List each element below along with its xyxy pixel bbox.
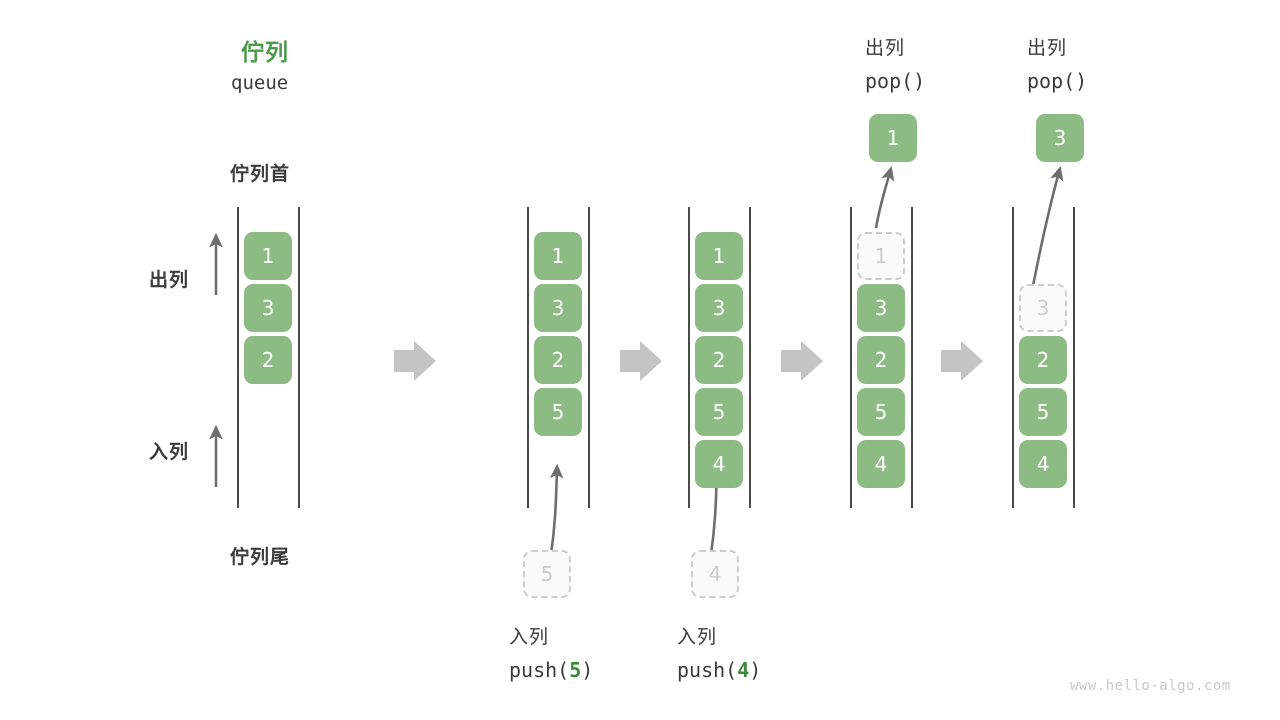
code-suffix: ) — [913, 69, 926, 93]
code-arg: 4 — [737, 658, 750, 682]
queue-node: 1 — [244, 232, 292, 280]
queue-node: 5 — [1019, 388, 1067, 436]
code-arg: 5 — [569, 658, 582, 682]
code-prefix: pop( — [865, 69, 914, 93]
queue-tail-label: 佇列尾 — [230, 546, 291, 568]
code-prefix: pop( — [1027, 69, 1076, 93]
incoming-node-ghost: 4 — [691, 550, 739, 598]
page-title-en: queue — [231, 72, 289, 94]
popped-node-ghost: 3 — [1019, 284, 1067, 332]
code-suffix: ) — [1075, 69, 1088, 93]
pop-3-caption-cn: 出列 — [1027, 37, 1068, 59]
queue-node: 3 — [244, 284, 292, 332]
rail-right — [588, 207, 590, 508]
queue-node: 1 — [534, 232, 582, 280]
pop-1-caption-cn: 出列 — [865, 37, 906, 59]
rail-right — [911, 207, 913, 508]
queue-head-label: 佇列首 — [230, 163, 291, 185]
popped-node-result: 1 — [869, 114, 917, 162]
queue-node: 2 — [244, 336, 292, 384]
step-arrow-1 — [394, 341, 436, 381]
step-arrow-3 — [781, 341, 823, 381]
push-4-caption-cn: 入列 — [677, 626, 718, 648]
push-5-caption-code: push(5) — [509, 658, 593, 682]
rail-left — [237, 207, 239, 508]
queue-node: 2 — [1019, 336, 1067, 384]
queue-node: 2 — [857, 336, 905, 384]
push-4-caption-code: push(4) — [677, 658, 761, 682]
step-arrow-4 — [941, 341, 983, 381]
push-5-arrow — [549, 463, 564, 555]
step-arrow-2 — [620, 341, 662, 381]
popped-node-ghost: 1 — [857, 232, 905, 280]
pop-1-arrow — [874, 165, 895, 229]
pop-1-caption-code: pop() — [865, 69, 925, 93]
enqueue-side-label: 入列 — [149, 441, 190, 463]
code-prefix: push( — [677, 658, 738, 682]
rail-right — [298, 207, 300, 508]
pop-3-arrow — [1031, 165, 1064, 287]
queue-node: 1 — [695, 232, 743, 280]
queue-node: 4 — [1019, 440, 1067, 488]
queue-node: 3 — [857, 284, 905, 332]
watermark: www.hello-algo.com — [1070, 678, 1231, 694]
queue-node: 5 — [534, 388, 582, 436]
queue-node: 2 — [695, 336, 743, 384]
rail-right — [749, 207, 751, 508]
dequeue-side-label: 出列 — [149, 269, 190, 291]
queue-node: 3 — [695, 284, 743, 332]
queue-node: 4 — [695, 440, 743, 488]
popped-node-result: 3 — [1036, 114, 1084, 162]
rail-right — [1073, 207, 1075, 508]
push-5-caption-cn: 入列 — [509, 626, 550, 648]
code-prefix: push( — [509, 658, 570, 682]
code-suffix: ) — [581, 658, 594, 682]
pop-3-caption-code: pop() — [1027, 69, 1087, 93]
incoming-node-ghost: 5 — [523, 550, 571, 598]
queue-node: 2 — [534, 336, 582, 384]
queue-node: 3 — [534, 284, 582, 332]
page-title-cn: 佇列 — [241, 40, 289, 66]
queue-node: 5 — [857, 388, 905, 436]
code-suffix: ) — [749, 658, 762, 682]
queue-node: 4 — [857, 440, 905, 488]
rail-left — [1012, 207, 1014, 508]
rail-left — [527, 207, 529, 508]
rail-left — [688, 207, 690, 508]
rail-left — [850, 207, 852, 508]
queue-node: 5 — [695, 388, 743, 436]
